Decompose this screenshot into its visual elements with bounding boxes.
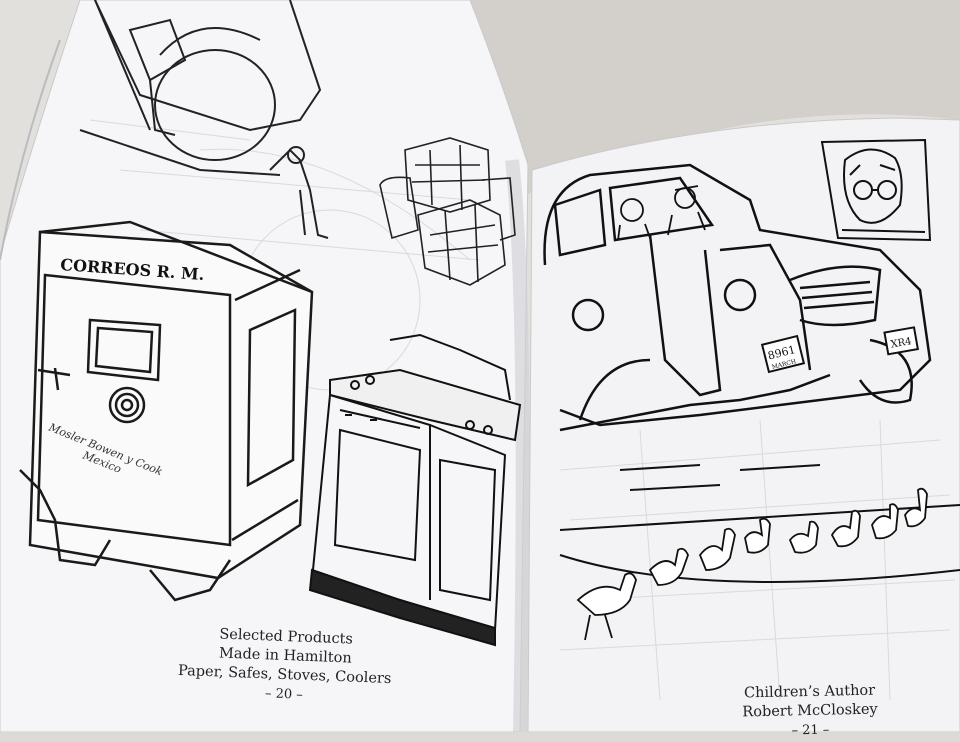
car-drawing <box>543 163 932 432</box>
cloth-shadow <box>420 0 960 200</box>
license-plate-right-number: XR4 <box>890 336 913 350</box>
right-page-caption: Children’s Author Robert McCloskey – 21 … <box>699 681 920 742</box>
right-background-map <box>559 419 956 701</box>
safe-drawing <box>19 220 314 602</box>
boy-portrait-drawing <box>820 138 932 242</box>
plaid-coolers-drawing <box>379 137 516 286</box>
book-gutter <box>505 159 530 733</box>
left-page-caption: Selected Products Made in Hamilton Paper… <box>169 624 402 709</box>
ducklings-drawing <box>576 487 928 641</box>
car-occupants-drawing <box>617 185 706 241</box>
stove-drawing <box>308 333 522 647</box>
license-plate-right: XR4 <box>883 326 919 356</box>
paper-mill-drawing <box>79 0 329 239</box>
license-plate-left: 8961 MARCH <box>760 334 806 374</box>
right-page-number: – 21 – <box>791 722 830 739</box>
